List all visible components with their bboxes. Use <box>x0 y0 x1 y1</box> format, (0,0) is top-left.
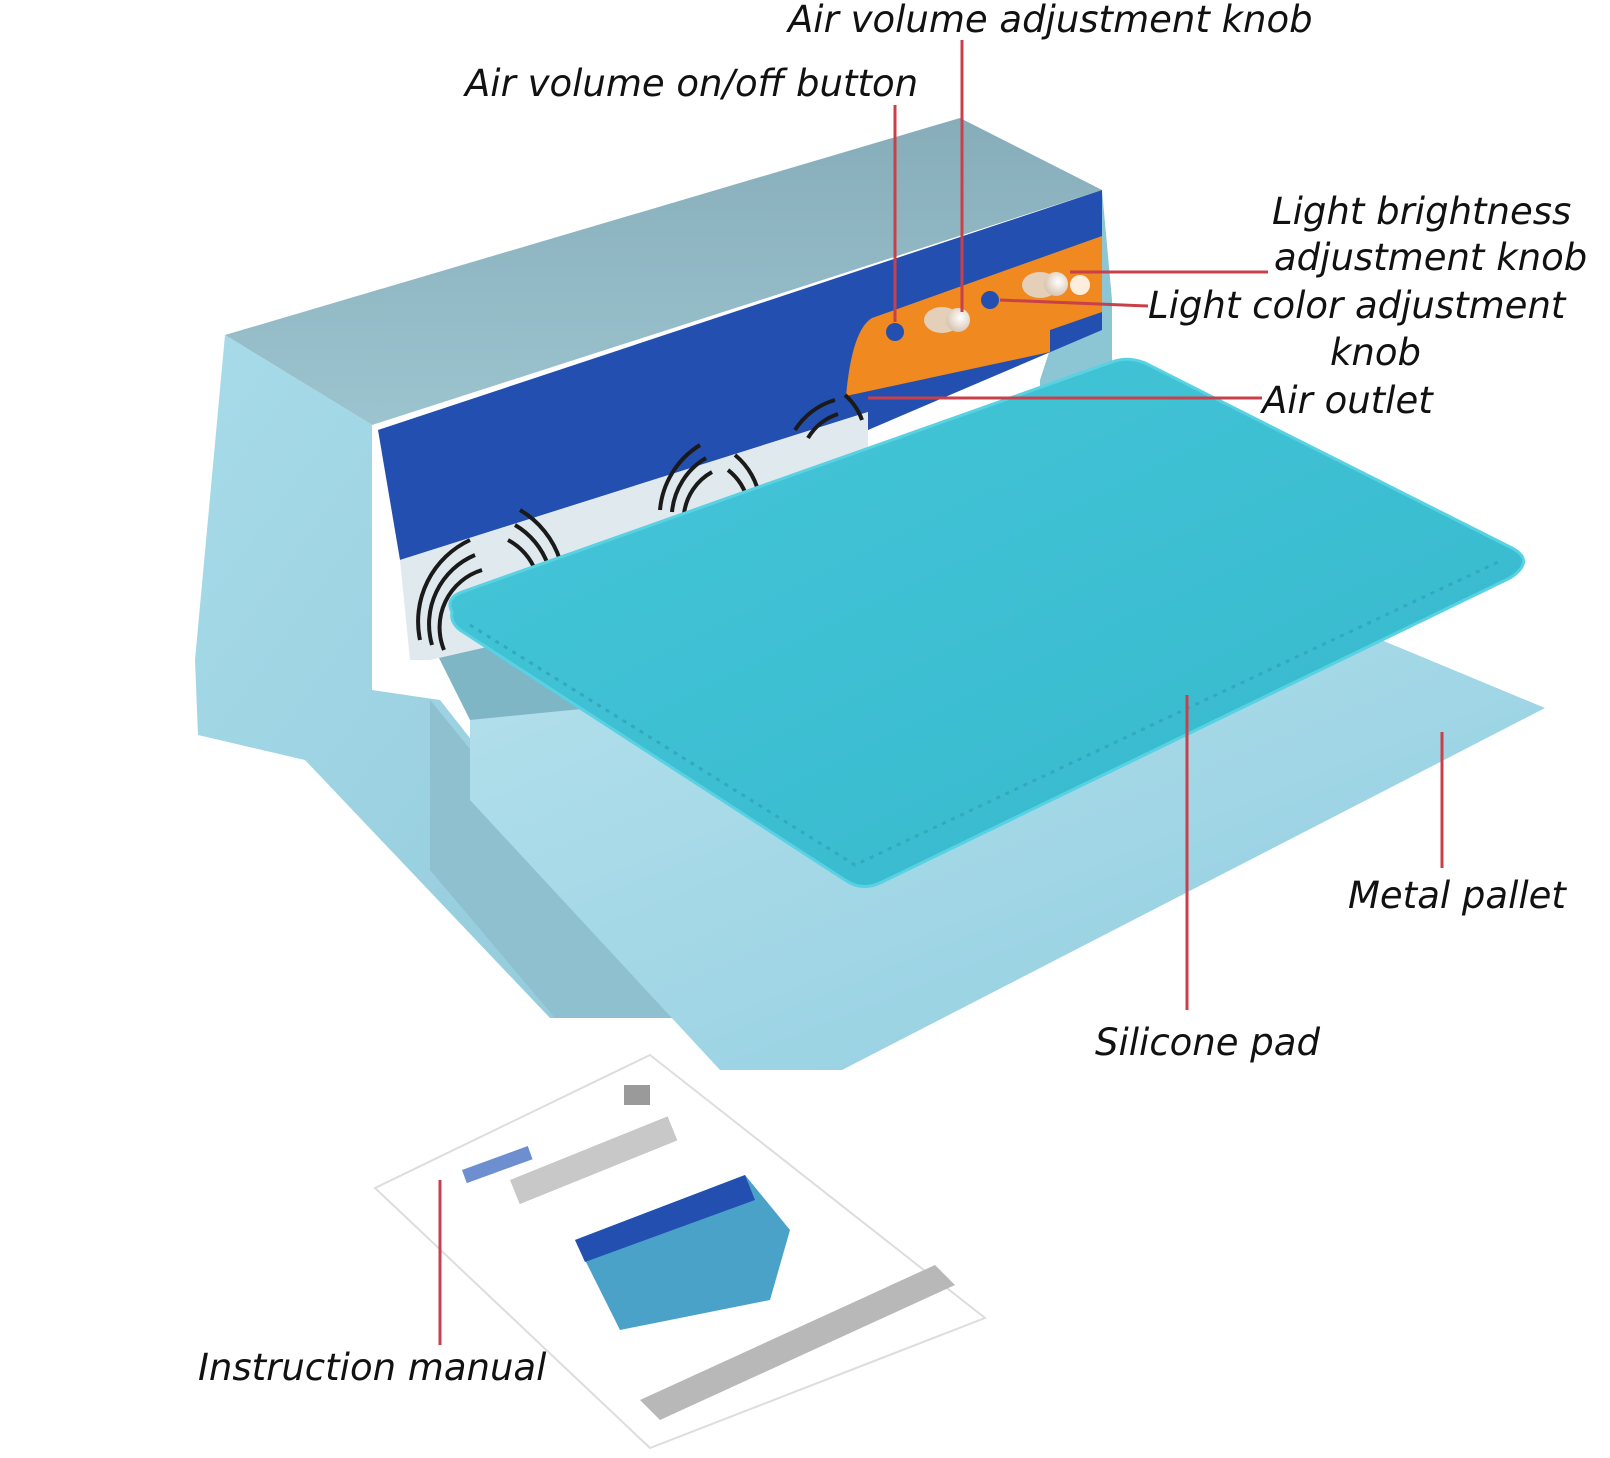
callout-lines <box>438 40 1444 1345</box>
label-light-brightness-line2: adjustment knob <box>1274 236 1587 279</box>
air-volume-button-icon <box>886 323 904 341</box>
silicone-pad-edge <box>469 560 1499 867</box>
manual-product-image <box>575 1175 790 1330</box>
label-light-brightness-line1: Light brightness <box>1272 190 1571 233</box>
labels: Air volume adjustment knob Air volume on… <box>198 0 1587 1389</box>
fan-grille-middle <box>658 443 762 515</box>
fan-grille-right <box>793 393 864 440</box>
callout-line-light-color <box>999 298 1149 308</box>
ce-mark-icon <box>1070 275 1090 295</box>
label-instruction-manual: Instruction manual <box>198 1346 547 1389</box>
silicone-pad <box>448 357 1525 888</box>
air-volume-knob-icon <box>924 307 970 333</box>
manual-top-blur <box>624 1085 650 1105</box>
label-air-volume-on-off-button: Air volume on/off button <box>463 62 918 105</box>
manual-title-blur <box>509 1116 678 1205</box>
label-light-color-line2: knob <box>1330 331 1421 374</box>
label-light-color-line1: Light color adjustment <box>1148 284 1567 327</box>
instruction-manual <box>373 1053 987 1450</box>
label-metal-pallet: Metal pallet <box>1348 874 1567 917</box>
housing-left-side <box>195 335 690 1018</box>
housing-top <box>225 118 1102 425</box>
label-silicone-pad: Silicone pad <box>1095 1021 1320 1064</box>
manual-logo-blur <box>462 1146 533 1184</box>
label-air-outlet: Air outlet <box>1260 379 1434 422</box>
light-color-knob-icon <box>981 291 999 309</box>
manual-footer-band <box>640 1265 955 1420</box>
label-air-volume-adjustment-knob: Air volume adjustment knob <box>786 0 1313 41</box>
blue-front-panel <box>378 190 1102 560</box>
light-brightness-knob-icon <box>1022 272 1068 298</box>
manual-product-image-band <box>575 1175 755 1262</box>
